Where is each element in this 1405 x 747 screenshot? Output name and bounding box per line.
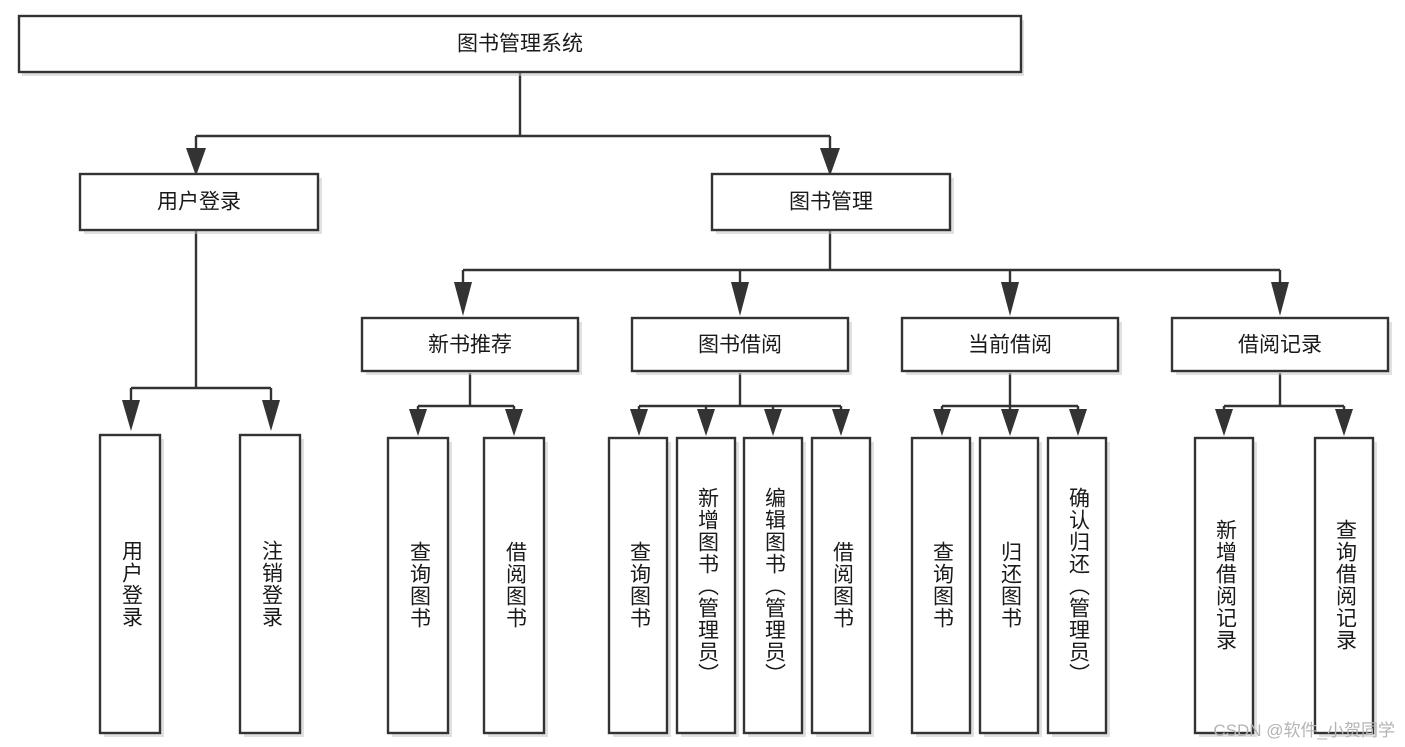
node-leaf-query-book-1-box[interactable] [386, 436, 450, 735]
node-current-borrow-label: 当前借阅 [968, 334, 1052, 357]
connector-layer [122, 70, 1353, 436]
arrow-leaf-query-book-3 [933, 409, 951, 436]
arrow-book-management [820, 148, 840, 176]
node-user-login[interactable]: 用户登录 [78, 172, 322, 234]
node-leaf-query-book-3[interactable]: 查询图书 [910, 436, 974, 737]
node-root[interactable]: 图书管理系统 [17, 14, 1024, 76]
node-leaf-logout-login[interactable]: 注销登录 [238, 433, 304, 737]
node-leaf-return-book-box[interactable] [978, 436, 1040, 735]
node-leaf-add-book[interactable]: 新增图书（管理员） [675, 436, 739, 737]
node-leaf-edit-book-label: 编辑图书（管理员） [763, 487, 787, 685]
arrow-leaf-borrow-book-1 [505, 409, 523, 436]
node-leaf-return-book[interactable]: 归还图书 [978, 436, 1042, 737]
node-book-management[interactable]: 图书管理 [710, 172, 954, 234]
node-leaf-user-login-box[interactable] [98, 433, 162, 735]
arrow-leaf-add-book [697, 409, 715, 436]
node-leaf-add-borrow-record[interactable]: 新增借阅记录 [1193, 436, 1257, 737]
node-leaf-edit-book-box[interactable] [742, 436, 804, 735]
node-leaf-query-book-2[interactable]: 查询图书 [607, 436, 671, 737]
node-leaf-edit-book[interactable]: 编辑图书（管理员） [742, 436, 806, 737]
node-leaf-query-book-2-label: 查询图书 [628, 541, 652, 629]
arrow-leaf-return-book [1001, 409, 1019, 436]
arrow-book-borrow [731, 282, 749, 316]
node-leaf-logout-login-box[interactable] [238, 433, 302, 735]
arrow-borrow-record [1271, 282, 1289, 316]
node-leaf-query-borrow-record-label: 查询借阅记录 [1334, 519, 1358, 651]
arrow-leaf-query-book-1 [409, 409, 427, 436]
node-new-book-recommend[interactable]: 新书推荐 [360, 316, 582, 375]
node-current-borrow[interactable]: 当前借阅 [900, 316, 1122, 375]
arrow-leaf-edit-book [764, 409, 782, 436]
node-leaf-confirm-return-label: 确认归还（管理员） [1067, 487, 1091, 685]
node-book-borrow[interactable]: 图书借阅 [630, 316, 852, 375]
node-leaf-borrow-book-1-box[interactable] [482, 436, 546, 735]
arrow-leaf-borrow-book-2 [832, 409, 850, 436]
arrow-leaf-query-borrow-record [1335, 409, 1353, 436]
node-leaf-confirm-return[interactable]: 确认归还（管理员） [1046, 436, 1110, 737]
node-leaf-query-book-1[interactable]: 查询图书 [386, 436, 452, 737]
node-book-borrow-label: 图书借阅 [698, 334, 782, 357]
arrow-leaf-query-book-2 [630, 409, 648, 436]
node-new-book-recommend-box[interactable] [360, 316, 580, 373]
node-user-login-box[interactable] [78, 172, 320, 232]
node-borrow-record-label: 借阅记录 [1238, 334, 1322, 357]
node-borrow-record[interactable]: 借阅记录 [1170, 316, 1392, 375]
node-book-management-label: 图书管理 [789, 191, 873, 214]
node-leaf-return-book-label: 归还图书 [999, 541, 1023, 629]
node-current-borrow-box[interactable] [900, 316, 1120, 373]
node-leaf-borrow-book-2-label: 借阅图书 [831, 541, 855, 629]
arrow-current-borrow [1001, 282, 1019, 316]
arrow-leaf-user-login [122, 400, 140, 431]
arrow-user-login [186, 148, 206, 176]
node-leaf-add-book-label: 新增图书（管理员） [696, 487, 720, 685]
node-root-label: 图书管理系统 [457, 33, 583, 56]
node-root-box[interactable] [17, 14, 1023, 74]
node-leaf-add-borrow-record-label: 新增借阅记录 [1214, 519, 1238, 651]
node-leaf-user-login[interactable]: 用户登录 [98, 433, 164, 737]
node-leaf-borrow-book-1-label: 借阅图书 [504, 541, 528, 629]
node-leaf-confirm-return-box[interactable] [1046, 436, 1108, 735]
arrow-leaf-add-borrow-record [1215, 409, 1233, 436]
node-new-book-recommend-label: 新书推荐 [428, 334, 512, 357]
node-borrow-record-box[interactable] [1170, 316, 1390, 373]
node-leaf-add-borrow-record-box[interactable] [1193, 436, 1255, 735]
node-user-login-label: 用户登录 [157, 191, 241, 214]
node-leaf-logout-login-label: 注销登录 [260, 540, 284, 628]
node-book-borrow-box[interactable] [630, 316, 850, 373]
node-leaf-query-book-3-box[interactable] [910, 436, 972, 735]
node-leaf-borrow-book-2[interactable]: 借阅图书 [810, 436, 874, 737]
arrow-new-book-recommend [454, 282, 472, 316]
node-leaf-query-book-1-label: 查询图书 [408, 541, 432, 629]
arrow-leaf-logout-login [262, 400, 280, 431]
node-leaf-query-borrow-record[interactable]: 查询借阅记录 [1313, 436, 1377, 737]
node-leaf-query-book-2-box[interactable] [607, 436, 669, 735]
node-leaf-borrow-book-2-box[interactable] [810, 436, 872, 735]
node-leaf-query-book-3-label: 查询图书 [931, 541, 955, 629]
node-leaf-user-login-label: 用户登录 [120, 540, 144, 628]
node-leaf-borrow-book-1[interactable]: 借阅图书 [482, 436, 548, 737]
node-book-management-box[interactable] [710, 172, 952, 232]
arrow-leaf-confirm-return [1069, 409, 1087, 436]
node-leaf-add-book-box[interactable] [675, 436, 737, 735]
node-leaf-query-borrow-record-box[interactable] [1313, 436, 1375, 735]
